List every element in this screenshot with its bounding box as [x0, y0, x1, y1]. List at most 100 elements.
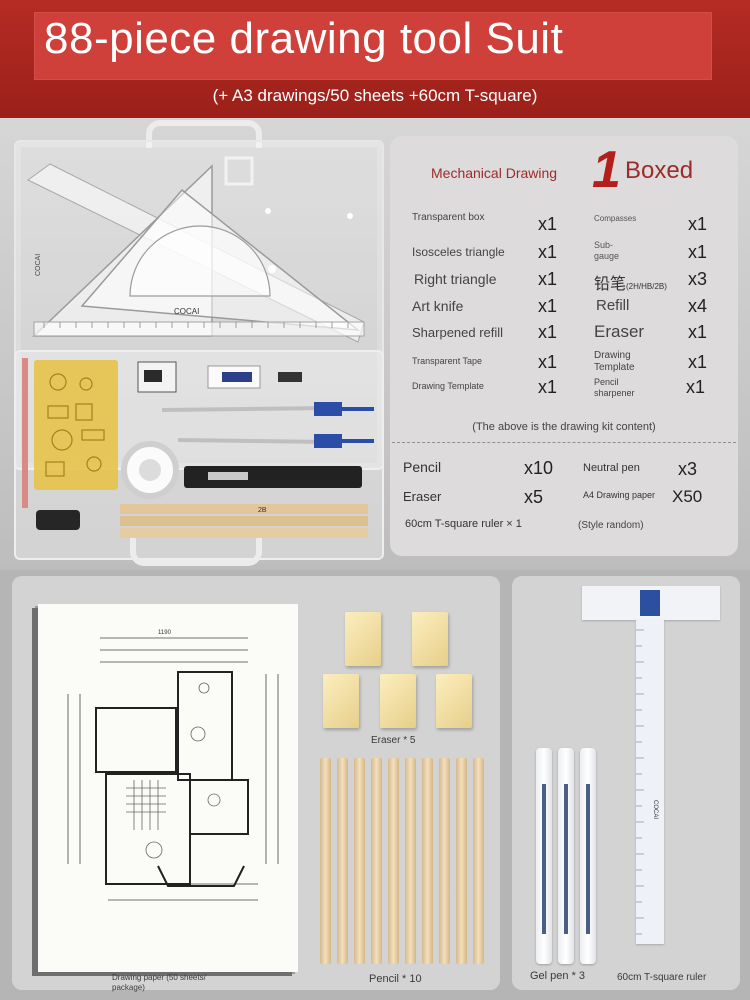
- table-symbol: [207, 793, 221, 807]
- drawing-paper: 1190: [38, 604, 298, 972]
- item-name: Drawing Template: [594, 350, 635, 373]
- item-qty: x1: [538, 322, 558, 342]
- lid-peg: [265, 208, 271, 214]
- item-name: Eraser: [594, 322, 645, 341]
- small-sharpener: [36, 510, 80, 530]
- template-cutouts: [45, 373, 105, 477]
- pencil-item: [320, 758, 331, 964]
- protractor-brand: COCAI: [174, 307, 199, 316]
- item-name: Sub-gauge: [594, 240, 620, 261]
- refill-tube: [278, 372, 302, 382]
- scale-ruler-ticks: [43, 322, 349, 328]
- gel-pen-refill: [564, 784, 568, 934]
- pencil-item: [405, 758, 416, 964]
- drawing-paper-caption: Drawing paper (50 sheets/ package): [112, 973, 206, 992]
- item-name: Transparent box: [412, 212, 485, 223]
- item-name: Isosceles triangle: [412, 245, 505, 259]
- extra-name: A4 Drawing paper: [583, 490, 656, 500]
- item-name: Pencil sharpener: [594, 377, 635, 398]
- plan-dimension-label: 1190: [158, 630, 172, 636]
- divider-arm: [177, 438, 333, 444]
- item-qty: x1: [538, 214, 558, 234]
- gel-pen-item: [536, 748, 552, 964]
- pencil-item: [439, 758, 450, 964]
- extra-name: Pencil: [403, 459, 442, 475]
- gel-pen-refill: [542, 784, 546, 934]
- table-symbol: [198, 682, 210, 694]
- page-title: 88-piece drawing tool Suit: [44, 14, 564, 63]
- pencil-item: [473, 758, 484, 964]
- protractor: [129, 225, 271, 297]
- bay-window: [157, 865, 245, 887]
- eraser-item: [323, 674, 359, 728]
- style-note: (Style random): [578, 520, 644, 531]
- item-name: Art knife: [412, 298, 464, 314]
- extra-qty: x5: [524, 487, 544, 507]
- item-name: Sharpened refill: [412, 325, 504, 340]
- item-name: Compasses: [594, 214, 637, 223]
- divider-head: [314, 434, 342, 448]
- gel-pen-caption: Gel pen * 3: [530, 970, 586, 982]
- gel-pen-item: [558, 748, 574, 964]
- lid-peg: [347, 213, 353, 219]
- item-qty: x1: [688, 352, 708, 372]
- item-qty: x3: [688, 269, 708, 289]
- card-heading-number: 1: [592, 141, 621, 199]
- kit-pencil: [120, 516, 368, 526]
- extra-qty: x3: [678, 459, 698, 479]
- eraser-label: [222, 372, 252, 382]
- eraser-item: [412, 612, 448, 666]
- pencil-item: [354, 758, 365, 964]
- title-box: [34, 12, 712, 80]
- pencil-marking: 2B: [258, 507, 267, 514]
- extra-qty: x10: [524, 458, 554, 478]
- item-name: 铅笔(2H/HB/2B): [594, 270, 667, 294]
- pencil-item: [337, 758, 348, 964]
- drawing-kit-image: COCAI COCAI: [10, 120, 384, 566]
- item-name-note: (2H/HB/2B): [626, 282, 667, 291]
- item-qty: x1: [538, 296, 558, 316]
- item-qty: x1: [688, 242, 708, 262]
- card-note: (The above is the drawing kit content): [472, 421, 656, 433]
- table-symbol: [145, 841, 163, 859]
- extra-name: Eraser: [403, 489, 442, 504]
- room-outline: [177, 671, 233, 781]
- item-qty: x1: [688, 214, 708, 234]
- item-name-text: 铅笔: [594, 276, 627, 293]
- tape-core: [139, 459, 161, 481]
- sharpener-blade: [144, 370, 162, 382]
- kit-pencil: [120, 504, 368, 514]
- tsquare-blade: COCAI: [636, 620, 664, 944]
- gel-pen-refill: [586, 784, 590, 934]
- item-qty: x1: [538, 377, 558, 397]
- extra-name: Neutral pen: [583, 462, 640, 474]
- page-subtitle: (+ A3 drawings/50 sheets +60cm T-square): [212, 86, 538, 105]
- room-outline: [189, 779, 249, 835]
- item-name: Right triangle: [414, 271, 497, 287]
- eraser-item: [345, 612, 381, 666]
- floor-plan-drawing: 1190: [67, 630, 279, 901]
- tsquare-brand: COCAI: [652, 800, 658, 819]
- case-handle-bottom: [130, 534, 262, 566]
- item-qty: x1: [688, 322, 708, 342]
- pencil-item: [371, 758, 382, 964]
- eraser-caption: Eraser * 5: [371, 735, 416, 746]
- room-outline: [95, 707, 177, 773]
- item-qty: x1: [538, 269, 558, 289]
- card-heading-left: Mechanical Drawing: [431, 165, 558, 181]
- item-name: Refill: [596, 297, 630, 314]
- compass-head: [314, 402, 342, 416]
- tsquare-label: [640, 590, 660, 616]
- card-heading-right: Boxed: [625, 157, 694, 184]
- triangle-brand: COCAI: [35, 254, 42, 276]
- kit-pencil: [120, 528, 368, 538]
- tsquare-scale: COCAI: [636, 629, 658, 935]
- item-name: Drawing Template: [412, 381, 484, 391]
- compass-arm: [161, 406, 333, 412]
- room-outline: [105, 773, 191, 885]
- item-qty: x1: [538, 352, 558, 372]
- item-name: Transparent Tape: [412, 356, 483, 366]
- item-qty: x4: [688, 296, 708, 316]
- pencil-caption: Pencil * 10: [369, 973, 422, 985]
- extra-qty: X50: [672, 487, 703, 506]
